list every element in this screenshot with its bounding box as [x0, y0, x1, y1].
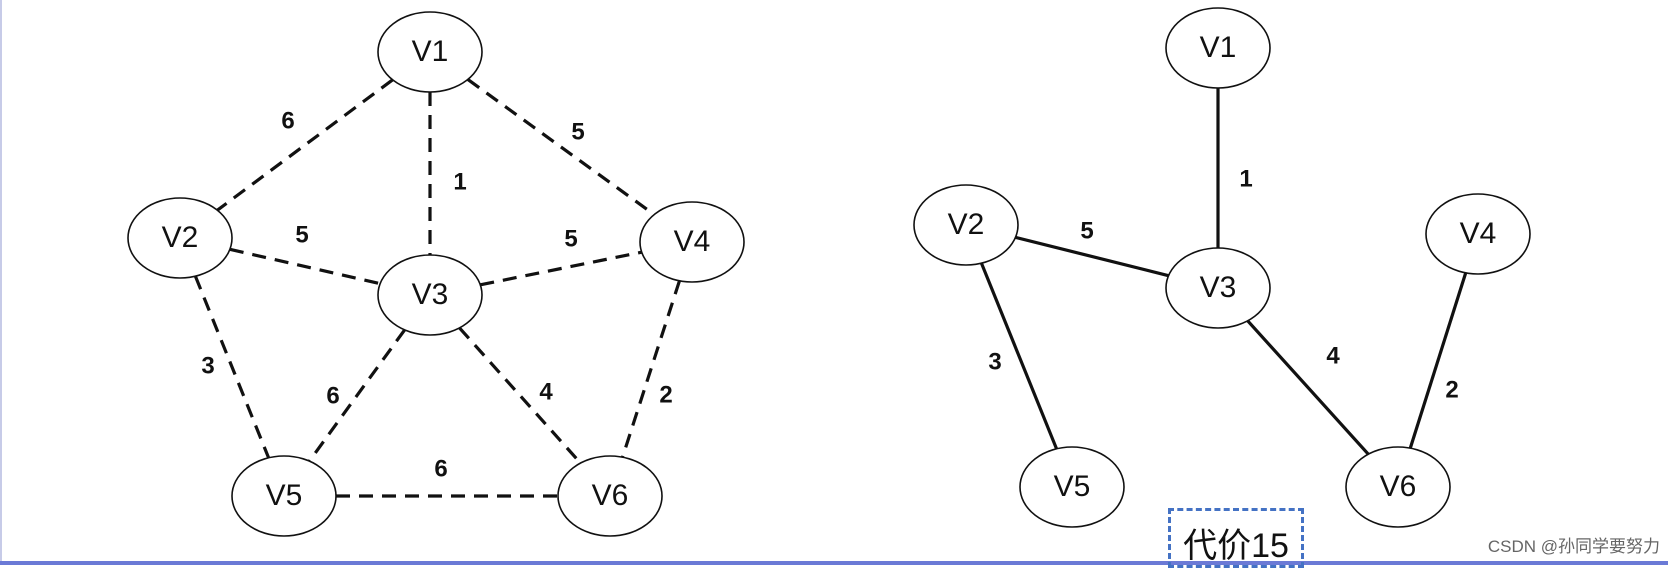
- edge-v3-v5: [308, 328, 406, 463]
- node-label-v1: V1: [1200, 31, 1237, 64]
- node-v6: [1345, 446, 1451, 528]
- edge-v3-v6: [1246, 319, 1370, 456]
- node-label-v5: V5: [1054, 470, 1091, 503]
- edge-weight-v1-v2: 6: [281, 107, 294, 134]
- node-v3: [377, 254, 483, 336]
- node-label-v2: V2: [162, 221, 199, 254]
- edge-weight-v1-v4: 5: [571, 118, 584, 145]
- edge-weight-v2-v5: 3: [988, 348, 1001, 375]
- node-label-v2: V2: [948, 208, 985, 241]
- node-label-v3: V3: [412, 278, 449, 311]
- edge-v2-v3: [229, 247, 381, 286]
- edge-weight-v2-v3: 5: [1080, 217, 1093, 244]
- edge-weight-v3-v6: 4: [1326, 342, 1340, 369]
- node-label-v6: V6: [592, 479, 629, 512]
- edge-weight-v1-v3: 1: [453, 168, 466, 195]
- watermark: CSDN @孙同学要努力: [1487, 537, 1660, 556]
- edge-v4-v6: [1408, 272, 1468, 449]
- node-v5: [1019, 446, 1125, 528]
- edge-weight-v4-v6: 2: [1445, 376, 1458, 403]
- node-v1: [377, 11, 483, 93]
- cost-box: 代价15: [1168, 508, 1304, 568]
- edge-v2-v5: [979, 262, 1059, 450]
- node-label-v1: V1: [412, 35, 449, 68]
- node-v3: [1165, 247, 1271, 329]
- page-bottom-border: [0, 561, 1668, 565]
- edge-weight-v3-v4: 5: [564, 225, 577, 252]
- edge-weight-v1-v3: 1: [1239, 165, 1252, 192]
- edge-weight-v4-v6: 2: [659, 381, 672, 408]
- node-v2: [127, 197, 233, 279]
- node-label-v5: V5: [266, 479, 303, 512]
- node-label-v6: V6: [1380, 470, 1417, 503]
- node-v4: [1425, 193, 1531, 275]
- node-label-v3: V3: [1200, 271, 1237, 304]
- edge-v3-v6: [458, 326, 582, 465]
- edge-v1-v2: [216, 78, 394, 212]
- node-v2: [913, 184, 1019, 266]
- node-v4: [639, 201, 745, 283]
- edge-v2-v5: [193, 275, 271, 459]
- edge-weight-v2-v5: 3: [201, 352, 214, 379]
- edge-weight-v5-v6: 6: [434, 455, 447, 482]
- node-label-v4: V4: [674, 225, 711, 258]
- edge-v1-v4: [466, 78, 656, 216]
- node-v6: [557, 455, 663, 537]
- node-label-v4: V4: [1460, 217, 1497, 250]
- edge-v2-v3: [1015, 235, 1169, 278]
- page-left-border: [0, 0, 2, 565]
- edge-v3-v4: [479, 250, 643, 287]
- edge-weight-v3-v5: 6: [326, 382, 339, 409]
- edge-weight-v3-v6: 4: [539, 378, 553, 405]
- node-v1: [1165, 7, 1271, 89]
- edge-v4-v6: [621, 280, 681, 458]
- edge-weight-v2-v3: 5: [295, 221, 308, 248]
- node-v5: [231, 455, 337, 537]
